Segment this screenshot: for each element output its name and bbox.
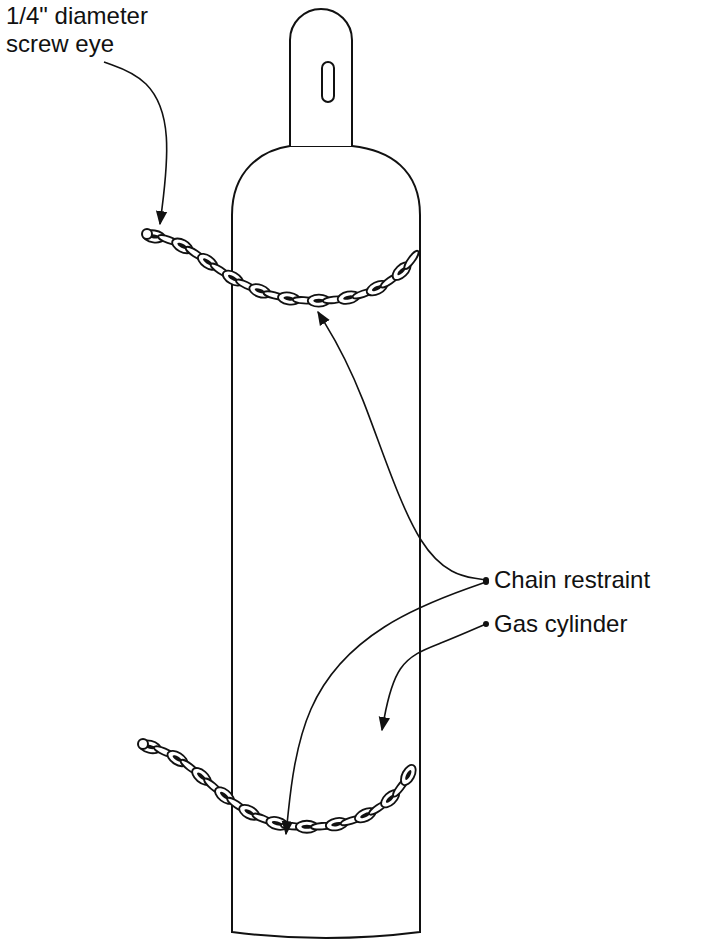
cylinder-body	[232, 146, 420, 938]
screw-eye-label: 1/4" diameter screw eye	[4, 2, 158, 58]
chain-restraint	[142, 229, 421, 307]
leader-line	[286, 582, 486, 834]
part-label: Gas cylinder	[492, 610, 629, 638]
screw-eye	[138, 739, 148, 749]
chain-link	[402, 249, 420, 271]
leader-line	[318, 312, 486, 580]
cylinder-cap	[290, 9, 352, 146]
leader-dot	[483, 579, 489, 585]
screw-eye	[142, 229, 152, 239]
leader-dot	[483, 621, 489, 627]
chain-link-hole	[404, 769, 413, 781]
leader-line	[382, 624, 486, 730]
leader-line	[104, 62, 167, 224]
cap-slot	[322, 62, 334, 102]
chain-restraint	[138, 738, 419, 832]
chain-link	[398, 762, 419, 787]
cylinder	[232, 9, 420, 938]
part-label: Chain restraint	[492, 566, 652, 594]
